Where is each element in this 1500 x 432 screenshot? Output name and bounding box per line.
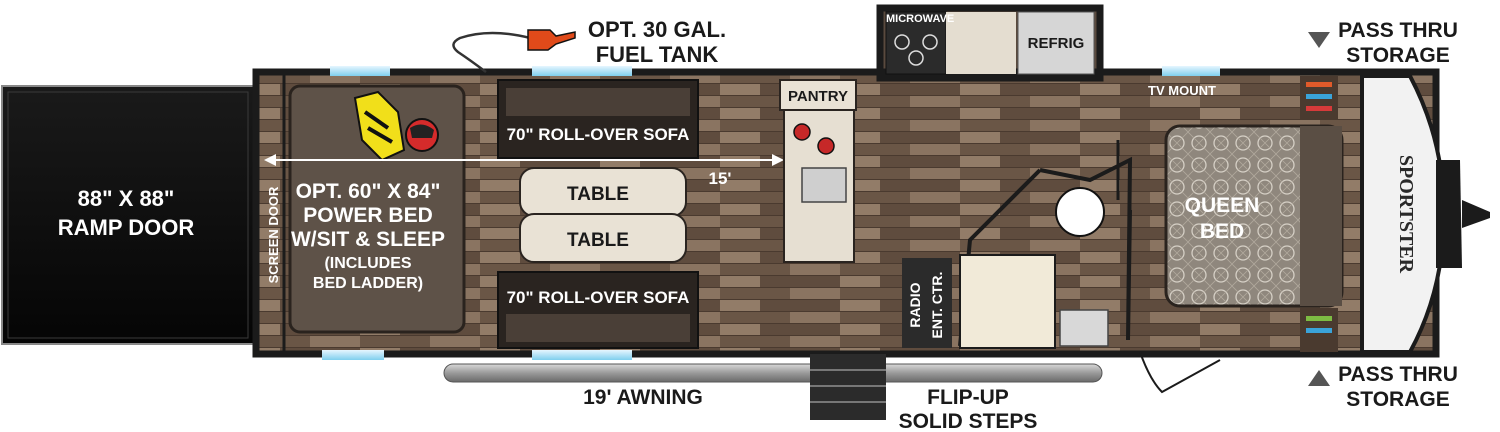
kitchen-slide: MICROWAVE REFRIG [885, 11, 1095, 75]
power-bed-note: (INCLUDES [324, 255, 411, 272]
microwave-label: MICROWAVE [886, 13, 954, 25]
pantry: PANTRY [779, 79, 857, 111]
awning: 19' AWNING [443, 363, 1103, 409]
ramp-door-label: RAMP DOOR [58, 215, 195, 240]
ramp-door: 88" X 88" RAMP DOOR [1, 85, 255, 345]
window [1162, 66, 1220, 76]
sofa-top: 70" ROLL-OVER SOFA [497, 79, 699, 159]
window [322, 350, 384, 360]
shelves [1300, 76, 1338, 352]
table-2-label: TABLE [567, 230, 629, 251]
sofa-bottom-label: 70" ROLL-OVER SOFA [507, 288, 690, 307]
window [532, 350, 632, 360]
refrig-label: REFRIG [1028, 35, 1085, 52]
power-bed-feature: W/SIT & SLEEP [291, 228, 445, 251]
pass-thru-bottom-label-2: STORAGE [1346, 388, 1449, 411]
pass-thru-storage-bottom: PASS THRU STORAGE [1308, 363, 1458, 411]
motorcycle-gear-icon [353, 90, 439, 162]
shower [959, 254, 1056, 349]
queen-bed-label: QUEEN [1185, 194, 1260, 217]
ent-ctr-label: ENT. CTR. [929, 272, 945, 339]
flip-up-steps: FLIP-UP SOLID STEPS [810, 354, 1037, 432]
steps-label: FLIP-UP [927, 386, 1009, 409]
pass-thru-top-label-2: STORAGE [1346, 44, 1449, 67]
power-bed-option: OPT. 60" X 84" [296, 180, 441, 203]
bathroom [958, 140, 1133, 349]
power-bed-note-2: BED LADDER) [313, 275, 423, 292]
table-1: TABLE [519, 167, 687, 217]
sofa-top-label: 70" ROLL-OVER SOFA [507, 125, 690, 144]
hitch [1436, 160, 1490, 268]
table-2: TABLE [519, 213, 687, 263]
fuel-tank: OPT. 30 GAL. FUEL TANK [452, 17, 726, 74]
dimension-line: 15' [264, 154, 784, 188]
tv-mount-label: TV MOUNT [1148, 83, 1216, 98]
brand-logo: SPORTSTER [1395, 155, 1417, 274]
pass-thru-storage-top: PASS THRU STORAGE [1308, 19, 1458, 67]
sofa-bottom: 70" ROLL-OVER SOFA [497, 271, 699, 349]
fuel-nozzle-icon [452, 29, 576, 74]
pass-thru-top-label: PASS THRU [1338, 19, 1458, 42]
ramp-door-size: 88" X 88" [78, 186, 175, 211]
kitchen-island [783, 109, 855, 263]
steps-label-2: SOLID STEPS [899, 410, 1038, 432]
sink-icon [801, 167, 847, 203]
pass-thru-bottom-label: PASS THRU [1338, 363, 1458, 386]
queen-bed: QUEEN BED [1164, 124, 1344, 308]
windows [322, 66, 1220, 360]
storage-bins-icon [1306, 82, 1332, 333]
entry-door [1139, 351, 1221, 394]
dimension-label: 15' [709, 169, 732, 188]
fuel-tank-label: FUEL TANK [596, 42, 719, 67]
fuel-tank-option: OPT. 30 GAL. [588, 17, 726, 42]
toilet-icon [1055, 187, 1105, 237]
queen-bed-label-2: BED [1200, 220, 1244, 243]
pantry-label: PANTRY [788, 88, 848, 105]
table-1-label: TABLE [567, 184, 629, 205]
cooktop-icon [894, 34, 938, 66]
entertainment-center: RADIO ENT. CTR. [902, 258, 952, 348]
window [532, 66, 632, 76]
radio-label: RADIO [907, 282, 923, 327]
stove-burner-icon [793, 123, 835, 155]
bathroom-sink-icon [1059, 309, 1109, 347]
awning-label: 19' AWNING [583, 386, 703, 409]
power-bed: OPT. 60" X 84" POWER BED W/SIT & SLEEP (… [288, 84, 466, 334]
screen-door-label: SCREEN DOOR [266, 186, 281, 283]
power-bed-title: POWER BED [303, 204, 433, 227]
window [330, 66, 390, 76]
